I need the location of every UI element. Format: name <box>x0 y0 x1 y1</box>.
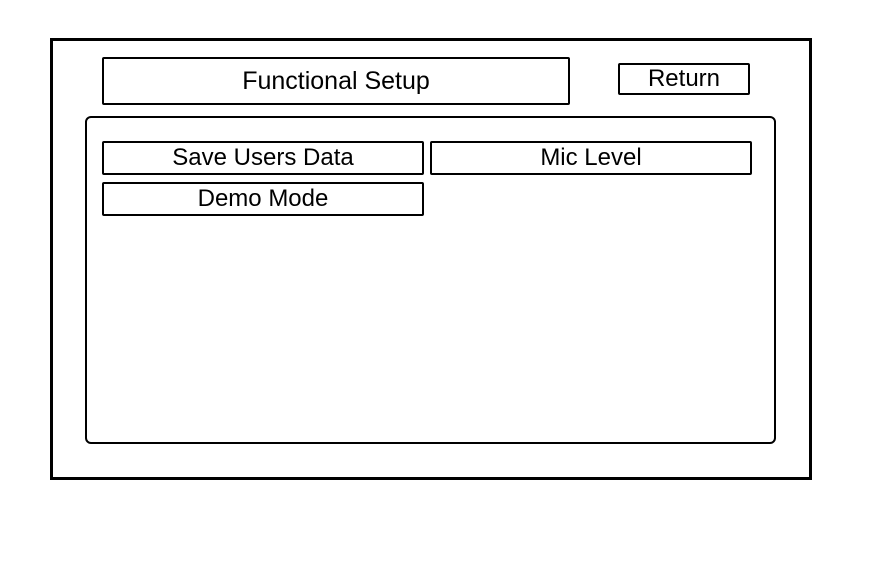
demo-mode-button[interactable]: Demo Mode <box>102 182 424 216</box>
options-panel <box>85 116 776 444</box>
page-title: Functional Setup <box>102 57 570 105</box>
save-users-data-button[interactable]: Save Users Data <box>102 141 424 175</box>
return-button[interactable]: Return <box>618 63 750 95</box>
page-title-text: Functional Setup <box>242 66 430 95</box>
mic-level-button[interactable]: Mic Level <box>430 141 752 175</box>
screen-frame <box>50 38 812 480</box>
